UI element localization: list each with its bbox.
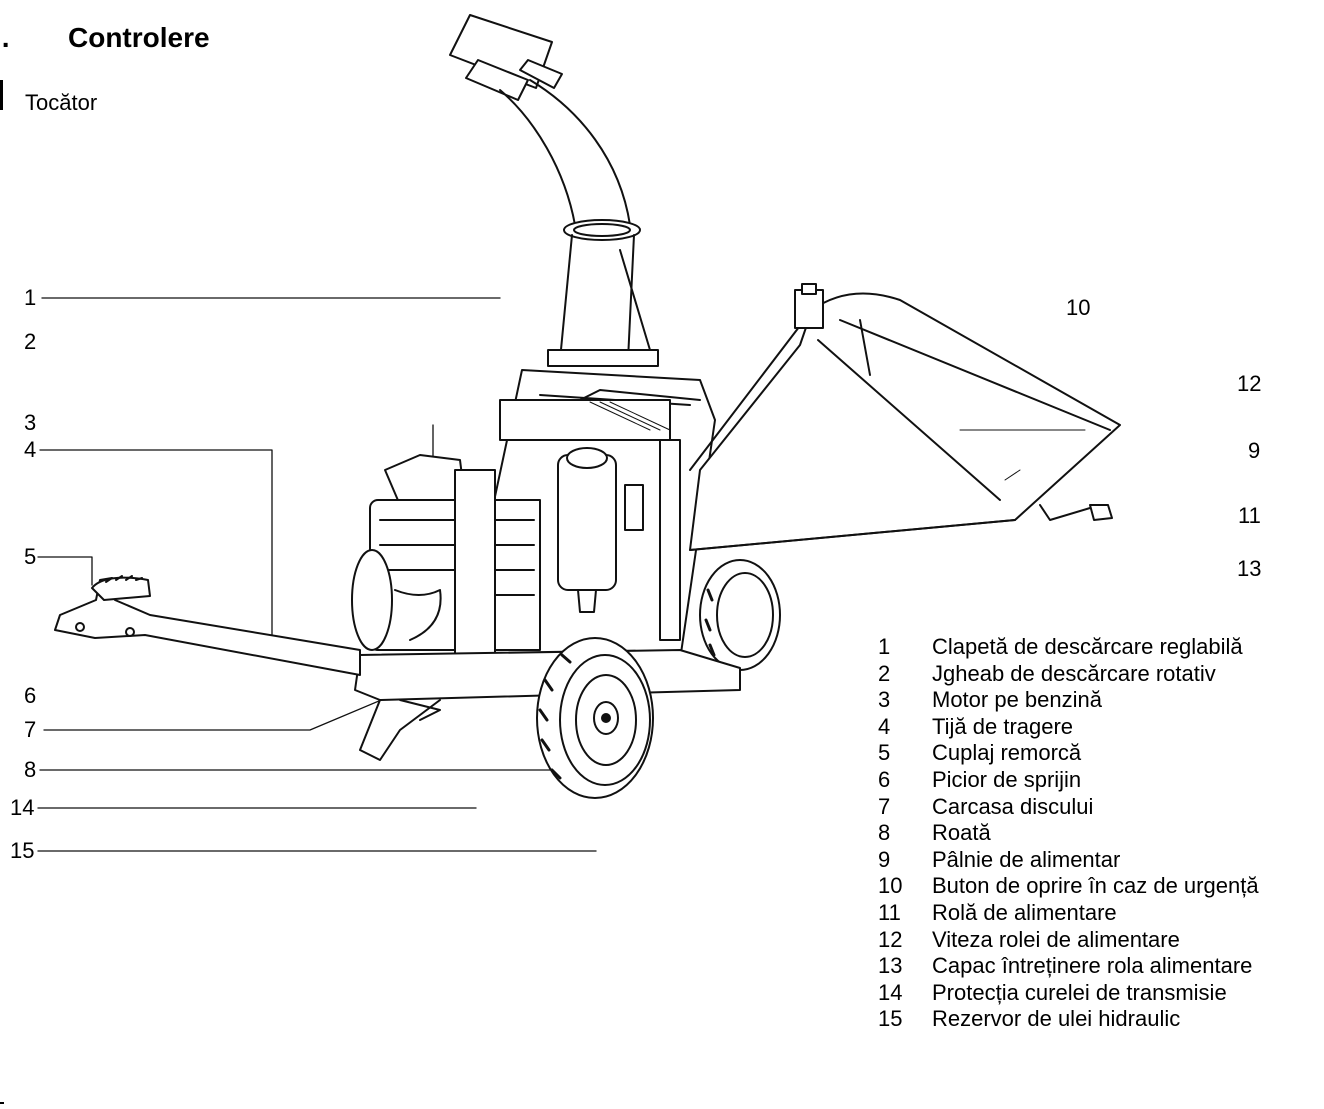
- legend-item: 3 Motor pe benzină: [878, 687, 1259, 714]
- legend-item: 14 Protecția curelei de transmisie: [878, 980, 1259, 1007]
- legend-label: Tijă de tragere: [932, 713, 1074, 739]
- callout-15: 15: [10, 838, 35, 863]
- leader-lines: [37, 297, 597, 852]
- callout-11: 11: [1238, 503, 1261, 528]
- callout-8: 8: [24, 757, 37, 782]
- legend-number: 15: [878, 1006, 903, 1032]
- legend-item: 11 Rolă de alimentare: [878, 900, 1259, 927]
- legend-label: Rezervor de ulei hidraulic: [932, 1006, 1181, 1032]
- legend-number: 9: [878, 846, 891, 872]
- legend-number: 14: [878, 979, 903, 1005]
- callout-1: 1: [24, 285, 37, 310]
- legend-item: 5 Cuplaj remorcă: [878, 740, 1259, 767]
- callout-3: 3: [24, 410, 37, 435]
- legend-label: Rolă de alimentare: [932, 899, 1117, 925]
- legend-item: 12 Viteza rolei de alimentare: [878, 927, 1259, 954]
- legend-number: 11: [878, 899, 901, 925]
- hydraulic-tank: [557, 447, 644, 613]
- legend-label: Motor pe benzină: [932, 687, 1102, 713]
- legend-label: Roată: [932, 820, 991, 846]
- legend-number: 3: [878, 687, 891, 713]
- discharge-chute: [449, 14, 659, 367]
- legend-number: 10: [878, 873, 903, 899]
- legend-number: 4: [878, 713, 891, 739]
- petrol-engine: [351, 454, 496, 661]
- legend-number: 13: [878, 953, 903, 979]
- legend-label: Jgheab de descărcare rotativ: [932, 660, 1216, 686]
- legend-item: 1 Clapetă de descărcare reglabilă: [878, 634, 1259, 661]
- rear-wheel: [699, 559, 781, 671]
- legend-item: 8 Roată: [878, 820, 1259, 847]
- callout-6: 6: [24, 683, 37, 708]
- section-title: Controlere: [68, 22, 210, 53]
- page-mark: [0, 1102, 4, 1104]
- callout-13: 13: [1237, 556, 1262, 581]
- callout-9: 9: [1248, 438, 1261, 463]
- legend-item: 6 Picior de sprijin: [878, 767, 1259, 794]
- legend-label: Viteza rolei de alimentare: [932, 926, 1180, 952]
- legend-item: 9 Pâlnie de alimentar: [878, 847, 1259, 874]
- front-wheel: [536, 637, 654, 799]
- legend-label: Pâlnie de alimentar: [932, 846, 1121, 872]
- callout-7: 7: [24, 717, 37, 742]
- legend-number: 12: [878, 926, 903, 952]
- legend-label: Picior de sprijin: [932, 766, 1082, 792]
- feed-hopper: [689, 283, 1121, 551]
- subsection-bar: [0, 80, 3, 110]
- legend-number: 6: [878, 766, 891, 792]
- legend-number: 7: [878, 793, 891, 819]
- legend-label: Capac întreținere rola alimentare: [932, 953, 1253, 979]
- callout-14: 14: [10, 795, 35, 820]
- legend-item: 15 Rezervor de ulei hidraulic: [878, 1006, 1259, 1033]
- legend-item: 10 Buton de oprire în caz de urgență: [878, 873, 1259, 900]
- subsection-title: Tocător: [25, 90, 98, 115]
- callout-10: 10: [1066, 295, 1091, 320]
- callout-12: 12: [1237, 371, 1262, 396]
- tow-bar: [54, 575, 361, 676]
- legend-label: Carcasa discului: [932, 793, 1094, 819]
- legend-label: Protecția curelei de transmisie: [932, 979, 1227, 1005]
- callout-4: 4: [24, 437, 37, 462]
- legend-number: 1: [878, 634, 891, 659]
- legend-number: 5: [878, 740, 891, 766]
- legend-label: Cuplaj remorcă: [932, 740, 1082, 766]
- parts-legend: 1 Clapetă de descărcare reglabilă 2 Jgheab…: [878, 634, 1259, 1033]
- legend-item: 2 Jgheab de descărcare rotativ: [878, 661, 1259, 688]
- legend-label: Clapetă de descărcare reglabilă: [932, 634, 1243, 659]
- section-number: I.: [0, 22, 10, 53]
- legend-number: 2: [878, 660, 891, 686]
- callout-5: 5: [24, 544, 37, 569]
- legend-number: 8: [878, 820, 891, 846]
- legend-item: 13 Capac întreținere rola alimentare: [878, 953, 1259, 980]
- legend-label: Buton de oprire în caz de urgență: [932, 873, 1259, 899]
- legend-item: 7 Carcasa discului: [878, 794, 1259, 821]
- callout-2: 2: [24, 329, 37, 354]
- legend-item: 4 Tijă de tragere: [878, 714, 1259, 741]
